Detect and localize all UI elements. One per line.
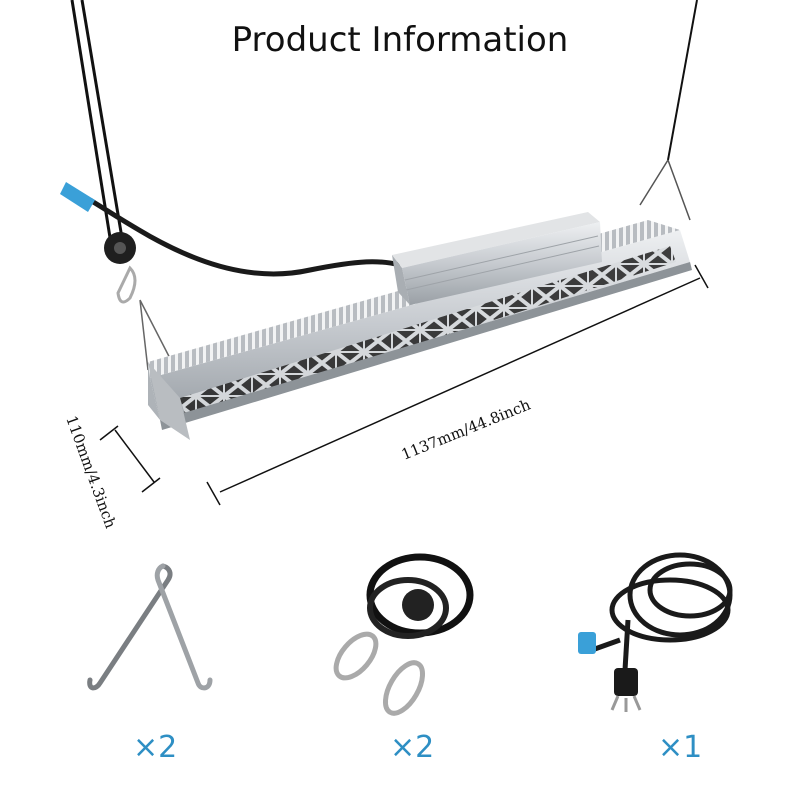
v-hook-quantity: ×2 (133, 730, 178, 765)
width-dimension: 110mm/4.3inch (62, 413, 161, 531)
power-cable (88, 197, 401, 277)
page-title: Product Information (231, 20, 569, 60)
ratchet-pulley-icon (104, 232, 137, 304)
power-cord-quantity: ×1 (658, 730, 703, 765)
length-label: 1137mm/44.8inch (399, 395, 534, 463)
rope-ratchet-icon (333, 553, 474, 716)
power-driver (392, 212, 602, 305)
rope-ratchet-quantity: ×2 (390, 730, 435, 765)
power-connector-icon (60, 182, 95, 212)
v-hook-icon (87, 563, 213, 691)
power-cord-icon (578, 552, 733, 712)
